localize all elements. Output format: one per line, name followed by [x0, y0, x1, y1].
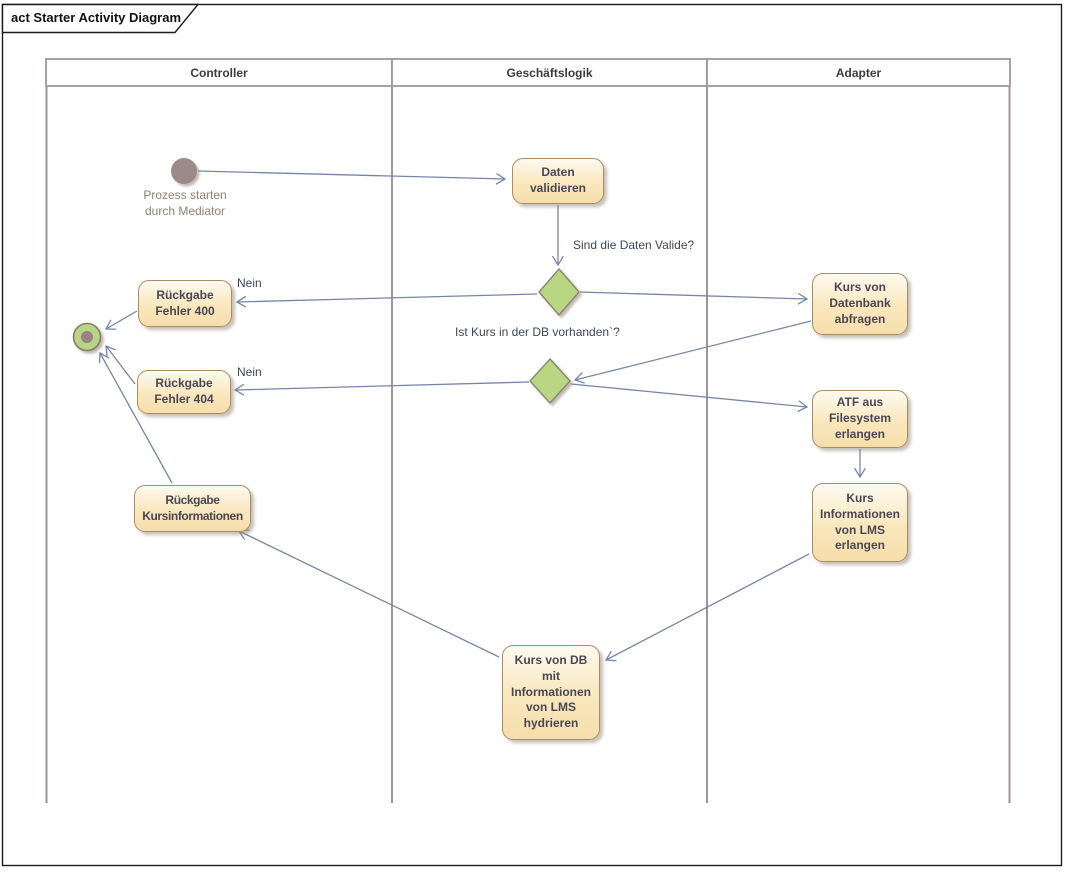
lane-label-controller: Controller [190, 65, 248, 80]
activity-label: Kurs Informationen von LMS erlangen [820, 490, 900, 553]
activity-rueckgabe-kursinformationen[interactable]: Rückgabe Kursinformationen [134, 485, 251, 532]
lane-header-controller[interactable]: Controller [46, 59, 392, 86]
lane-label-adapter: Adapter [835, 65, 882, 80]
activity-label: Rückgabe Kursinformationen [142, 492, 243, 523]
activity-rueckgabe-fehler-400[interactable]: Rückgabe Fehler 400 [138, 280, 232, 327]
edge-initial-to-daten-validieren[interactable] [197, 170, 505, 179]
activity-kurs-von-datenbank-abfragen[interactable]: Kurs von Datenbank abfragen [812, 273, 908, 335]
initial-node[interactable] [171, 158, 197, 184]
activity-label: Kurs von Datenbank abfragen [829, 280, 891, 326]
edge-kursinformationen-to-final[interactable] [100, 353, 173, 484]
lane-header-box-controller[interactable] [45, 58, 393, 87]
activity-label: Rückgabe Fehler 404 [154, 376, 214, 406]
edge-label-nein-404: Nein [237, 365, 262, 379]
edge-fehler404-to-final[interactable] [106, 346, 136, 385]
edge-decision2-to-fehler404[interactable] [235, 381, 530, 390]
lane-header-geschaeftslogik[interactable]: Geschäftslogik [392, 59, 707, 86]
edge-fehler400-to-final[interactable] [106, 310, 138, 329]
lane-header-box-adapter[interactable] [706, 58, 1011, 87]
activity-kurs-informationen-von-lms-erlangen[interactable]: Kurs Informationen von LMS erlangen [812, 483, 908, 562]
diagram-title: act Starter Activity Diagram [11, 10, 182, 25]
edge-hydrieren-to-kursinformationen[interactable] [239, 531, 500, 658]
edge-kurs-datenbank-to-decision2[interactable] [575, 320, 812, 380]
final-node[interactable] [72, 322, 102, 352]
activity-label: Daten validieren [529, 165, 587, 195]
decision2-question-label: Ist Kurs in der DB vorhanden`? [455, 325, 620, 339]
activity-rueckgabe-fehler-404[interactable]: Rückgabe Fehler 404 [137, 370, 231, 414]
edge-label-nein-400: Nein [237, 276, 262, 290]
diagram-frame [1, 3, 1063, 867]
initial-node-caption: Prozess starten durch Mediator [143, 188, 227, 219]
activity-atf-aus-filesystem-erlangen[interactable]: ATF aus Filesystem erlangen [812, 390, 908, 448]
edge-decision2-to-atf[interactable] [570, 383, 807, 407]
lane-header-box-geschaeftslogik[interactable] [391, 58, 708, 87]
decision-daten-valide[interactable] [538, 267, 580, 317]
activity-daten-validieren[interactable]: Daten validieren [512, 158, 604, 204]
decision-kurs-in-db[interactable] [529, 357, 571, 405]
decision1-question-label: Sind die Daten Valide? [573, 238, 695, 252]
activity-kurs-von-db-hydrieren[interactable]: Kurs von DB mit Informationen von LMS hy… [502, 645, 600, 740]
activity-label: Rückgabe Fehler 400 [155, 287, 215, 318]
final-node-dot [81, 331, 93, 343]
edge-decision1-to-kurs-datenbank[interactable] [579, 291, 807, 299]
activity-label: Kurs von DB mit Informationen von LMS hy… [511, 652, 591, 731]
diagram-title-tab [1, 3, 200, 34]
edge-kurs-lms-to-hydrieren[interactable] [606, 553, 810, 660]
lane-header-adapter[interactable]: Adapter [707, 59, 1010, 86]
edge-decision1-to-fehler400[interactable] [237, 293, 538, 302]
activity-label: ATF aus Filesystem erlangen [828, 395, 892, 441]
lane-label-geschaeftslogik: Geschäftslogik [506, 65, 593, 80]
